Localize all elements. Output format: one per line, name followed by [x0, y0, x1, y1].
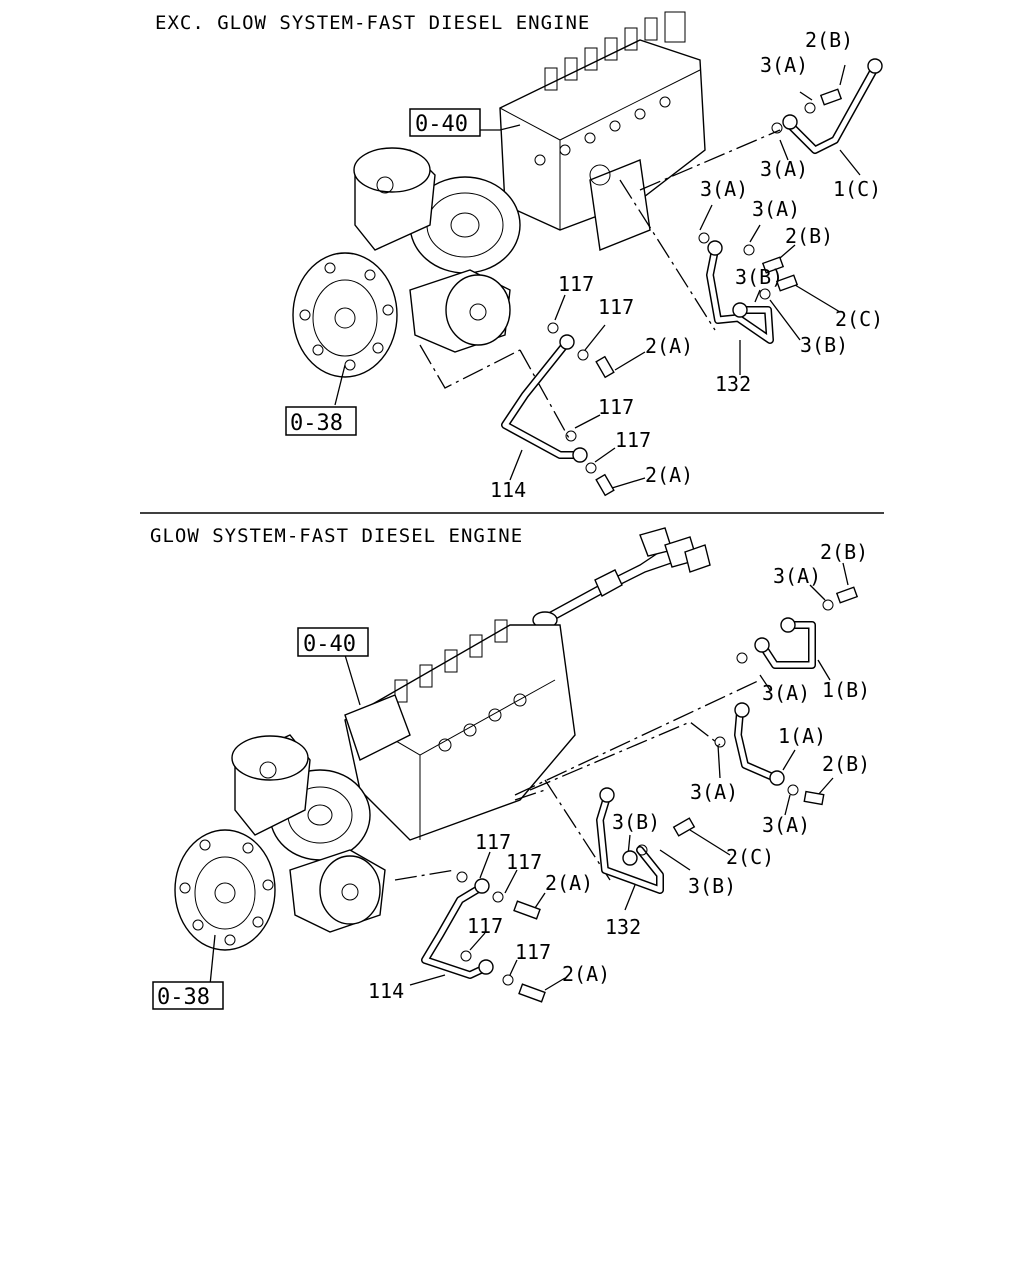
section-title: GLOW SYSTEM-FAST DIESEL ENGINE — [150, 525, 523, 547]
callout-label: 1(B) — [822, 678, 870, 702]
callout-label: 132 — [605, 915, 641, 939]
callout-label: 117 — [598, 295, 634, 319]
callout-label: 117 — [506, 850, 542, 874]
callout-label: 2(A) — [562, 962, 610, 986]
callout-label: 117 — [475, 830, 511, 854]
callout-label: 2(B) — [820, 540, 868, 564]
pipe-1a — [734, 702, 785, 786]
svg-text:0-38: 0-38 — [290, 411, 343, 436]
ref-box-0-38[interactable]: 0-38 — [152, 981, 224, 1010]
callout-label: 1(C) — [833, 177, 881, 201]
callout-labels: 2(B) 3(A) 3(A) 1(B) 1(A) 2(B) 3(A) 3(A) … — [368, 540, 870, 1003]
leader-lines — [334, 64, 861, 489]
callout-label: 132 — [715, 372, 751, 396]
ref-box-0-38[interactable]: 0-38 — [285, 406, 357, 436]
pipe-1c — [782, 58, 883, 154]
pipe-132 — [596, 787, 664, 894]
section-glow-system: GLOW SYSTEM-FAST DIESEL ENGINE — [150, 525, 870, 1010]
callout-label: 2(A) — [545, 871, 593, 895]
callout-label: 114 — [368, 979, 404, 1003]
callout-label: 3(B) — [688, 874, 736, 898]
ref-box-0-40[interactable]: 0-40 — [297, 627, 369, 657]
callout-label: 2(A) — [645, 463, 693, 487]
pipe-1b — [754, 617, 816, 669]
callout-label: 114 — [490, 478, 526, 502]
callout-label: 3(A) — [700, 177, 748, 201]
callout-label: 2(B) — [822, 752, 870, 776]
callout-label: 3(A) — [690, 780, 738, 804]
callout-label: 3(A) — [752, 197, 800, 221]
pipe-132 — [706, 240, 774, 344]
pipe-114 — [501, 334, 588, 463]
leader-lines — [209, 562, 849, 991]
svg-text:0-40: 0-40 — [303, 632, 356, 657]
callout-label: 3(B) — [612, 810, 660, 834]
callout-label: 3(A) — [773, 564, 821, 588]
callout-label: 3(A) — [760, 157, 808, 181]
callout-label: 2(B) — [785, 224, 833, 248]
callout-label: 2(A) — [645, 334, 693, 358]
callout-label: 1(A) — [778, 724, 826, 748]
glow-harness-drawing — [532, 527, 711, 629]
hardware-parts — [547, 88, 843, 497]
callout-label: 3(A) — [760, 53, 808, 77]
callout-label: 117 — [467, 914, 503, 938]
callout-label: 117 — [615, 428, 651, 452]
injection-pump-drawing — [292, 11, 706, 378]
callout-label: 3(A) — [762, 681, 810, 705]
callout-label: 2(C) — [835, 307, 883, 331]
callout-labels: 2(B) 3(A) 3(A) 1(C) 3(A) 3(A) 2(B) 3(B) … — [490, 28, 883, 502]
callout-label: 117 — [558, 272, 594, 296]
callout-label: 3(B) — [735, 265, 783, 289]
svg-text:0-40: 0-40 — [415, 112, 468, 137]
section-title: EXC. GLOW SYSTEM-FAST DIESEL ENGINE — [155, 12, 590, 34]
hardware-parts — [456, 586, 859, 1003]
callout-label: 3(A) — [762, 813, 810, 837]
injection-pump-drawing — [174, 619, 576, 951]
callout-label: 117 — [515, 940, 551, 964]
pipe-114 — [421, 878, 494, 979]
ref-box-0-40[interactable]: 0-40 — [409, 108, 481, 137]
callout-label: 2(B) — [805, 28, 853, 52]
callout-label: 117 — [598, 395, 634, 419]
callout-label: 2(C) — [726, 845, 774, 869]
svg-text:0-38: 0-38 — [157, 985, 210, 1010]
section-exc-glow-system: EXC. GLOW SYSTEM-FAST DIESEL ENGINE — [155, 11, 883, 502]
callout-label: 3(B) — [800, 333, 848, 357]
